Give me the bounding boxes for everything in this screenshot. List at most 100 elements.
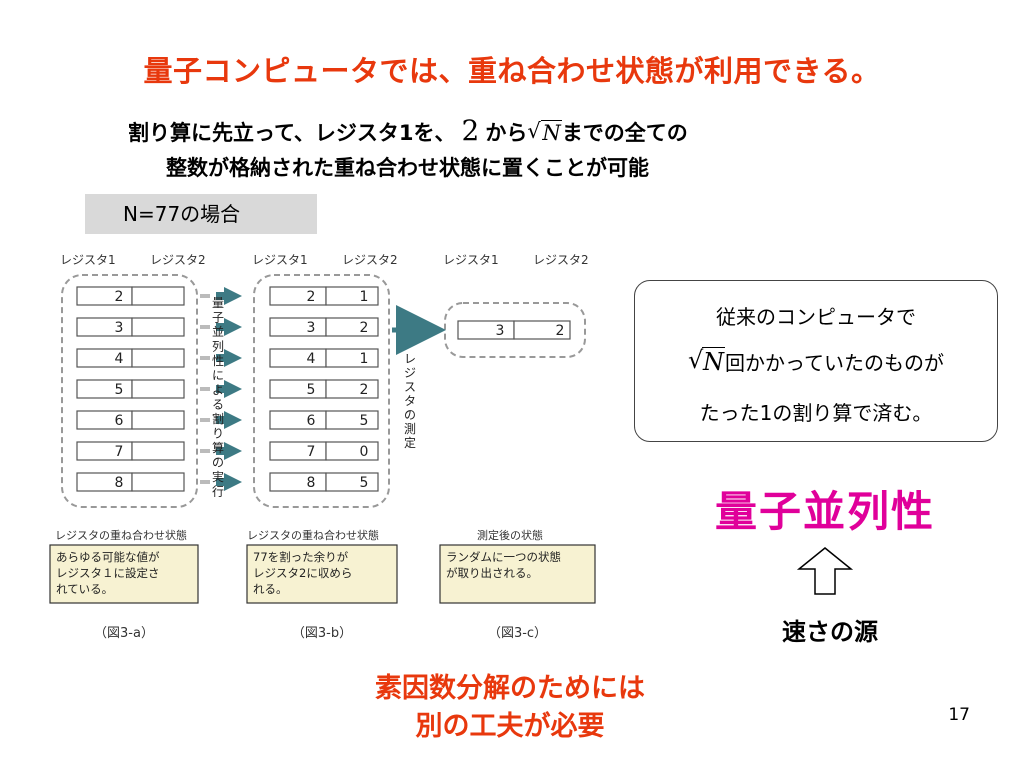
subtitle-number-two: 2 <box>461 114 480 147</box>
register-2-value: 2 <box>556 323 565 339</box>
register-1-cell <box>76 348 133 368</box>
callout-line-1: 従来のコンピュータで <box>716 305 916 329</box>
register-2-cell <box>325 317 379 337</box>
register-1-cell <box>76 286 133 306</box>
register-1-cell <box>76 317 133 337</box>
right-arrow-icon <box>216 442 242 460</box>
subtitle-line-1-post: までの全ての <box>561 121 688 145</box>
right-arrow-icon <box>216 287 242 305</box>
caption-line: あらゆる可能な値が <box>56 550 160 564</box>
division-vertical-char: に <box>212 369 224 383</box>
callout-sqrt-n-symbol: √N <box>688 346 725 376</box>
register-2-value: 5 <box>360 475 369 491</box>
register-1-value: 3 <box>115 320 124 336</box>
quantum-parallelism-label: 量子並列性 <box>714 487 935 536</box>
callout-line-3: たった1の割り算で済む。 <box>699 401 933 425</box>
caption-line: 77を割った余りが <box>253 550 349 564</box>
register-1-cell <box>269 317 327 337</box>
register-2-cell <box>325 348 379 368</box>
measurement-vertical-char: ジ <box>404 366 416 380</box>
division-vertical-char: 列 <box>212 340 224 354</box>
subtitle-line-1-mid: から <box>485 121 528 145</box>
callout-box: 従来のコンピュータで √N回かかっていたのものが たった1の割り算で済む。 <box>634 280 998 442</box>
register-1-cell <box>76 379 133 399</box>
register-2-value: 1 <box>360 351 369 367</box>
register-1-value: 6 <box>307 413 316 429</box>
register-2-value: 2 <box>360 382 369 398</box>
register-1-header: レジスタ1 <box>252 253 308 267</box>
figure-label: （図3-c） <box>488 626 547 641</box>
panel-c-frame <box>444 302 586 358</box>
measurement-vertical-char: タ <box>404 394 416 408</box>
measurement-vertical-char: ス <box>404 380 416 394</box>
register-1-value: 3 <box>307 320 316 336</box>
caption-title: レジスタの重ね合わせ状態 <box>55 528 187 542</box>
caption-line: ランダムに一つの状態 <box>446 550 561 564</box>
caption-title: 測定後の状態 <box>477 528 543 542</box>
register-1-value: 7 <box>307 444 316 460</box>
caption-line: れる。 <box>253 582 288 596</box>
register-1-cell <box>269 348 327 368</box>
register-1-value: 8 <box>115 475 124 491</box>
callout-line-2-rest: 回かかっていたのものが <box>725 351 944 375</box>
subtitle-line-1-pre: 割り算に先立って、レジスタ1を、 <box>128 121 456 145</box>
division-vertical-char: 行 <box>212 485 224 499</box>
register-1-value: 4 <box>115 351 124 367</box>
register-1-header: レジスタ1 <box>60 253 116 267</box>
register-2-header: レジスタ2 <box>150 253 206 267</box>
register-2-value: 5 <box>360 413 369 429</box>
register-1-value: 2 <box>307 289 316 305</box>
division-vertical-char: 割 <box>212 411 224 426</box>
register-1-cell <box>269 410 327 430</box>
register-2-cell <box>325 472 379 492</box>
panel-b-frame <box>253 274 390 508</box>
sqrt-n-variable: N <box>541 120 562 145</box>
division-vertical-char: 子 <box>212 311 224 325</box>
register-1-cell <box>269 379 327 399</box>
page-number: 17 <box>948 705 970 725</box>
hollow-up-arrow-icon <box>796 547 854 595</box>
division-vertical-char: よ <box>212 383 224 397</box>
register-2-cell <box>131 348 185 368</box>
conclusion-line-1: 素因数分解のためには <box>375 673 645 704</box>
measurement-vertical-char: の <box>404 408 416 422</box>
callout-line-2: √N回かかっていたのものが <box>635 346 997 376</box>
right-arrow-icon <box>216 349 242 367</box>
register-1-value: 6 <box>115 413 124 429</box>
register-1-value: 4 <box>307 351 316 367</box>
register-2-cell <box>131 472 185 492</box>
register-2-cell <box>131 286 185 306</box>
measurement-vertical-char: 測 <box>404 422 416 436</box>
division-vertical-char: 並 <box>212 325 224 339</box>
register-1-value: 5 <box>307 382 316 398</box>
register-2-cell <box>513 320 571 340</box>
caption-line: レジスタ１に設定さ <box>56 566 160 580</box>
register-2-header: レジスタ2 <box>342 253 398 267</box>
subtitle-line-2: 整数が格納された重ね合わせ状態に置くことが可能 <box>166 156 649 180</box>
register-2-header: レジスタ2 <box>533 253 589 267</box>
register-1-cell <box>457 320 515 340</box>
division-vertical-char: 算 <box>212 440 224 455</box>
register-2-cell <box>131 410 185 430</box>
case-label: N=77の場合 <box>85 194 317 234</box>
register-2-value: 1 <box>360 289 369 305</box>
register-2-cell <box>131 379 185 399</box>
caption-line: レジスタ2に収めら <box>253 566 352 580</box>
callout-sqrt-n-variable: N <box>702 347 725 376</box>
register-2-cell <box>325 441 379 461</box>
division-vertical-char: 量 <box>212 296 224 310</box>
figure-label: （図3-a） <box>94 626 154 641</box>
division-vertical-char: 性 <box>212 354 224 368</box>
caption-line: が取り出される。 <box>446 566 538 580</box>
slide-title: 量子コンピュータでは、重ね合わせ状態が利用できる。 <box>143 54 881 88</box>
division-vertical-char: 実 <box>212 469 224 484</box>
caption-box <box>439 544 596 604</box>
register-1-cell <box>269 441 327 461</box>
register-2-value: 0 <box>360 444 369 460</box>
measurement-vertical-char: レ <box>404 352 416 366</box>
register-2-cell <box>325 286 379 306</box>
register-1-cell <box>76 472 133 492</box>
register-1-cell <box>269 472 327 492</box>
panel-a-frame <box>61 274 198 508</box>
figure-label: （図3-b） <box>292 626 352 641</box>
